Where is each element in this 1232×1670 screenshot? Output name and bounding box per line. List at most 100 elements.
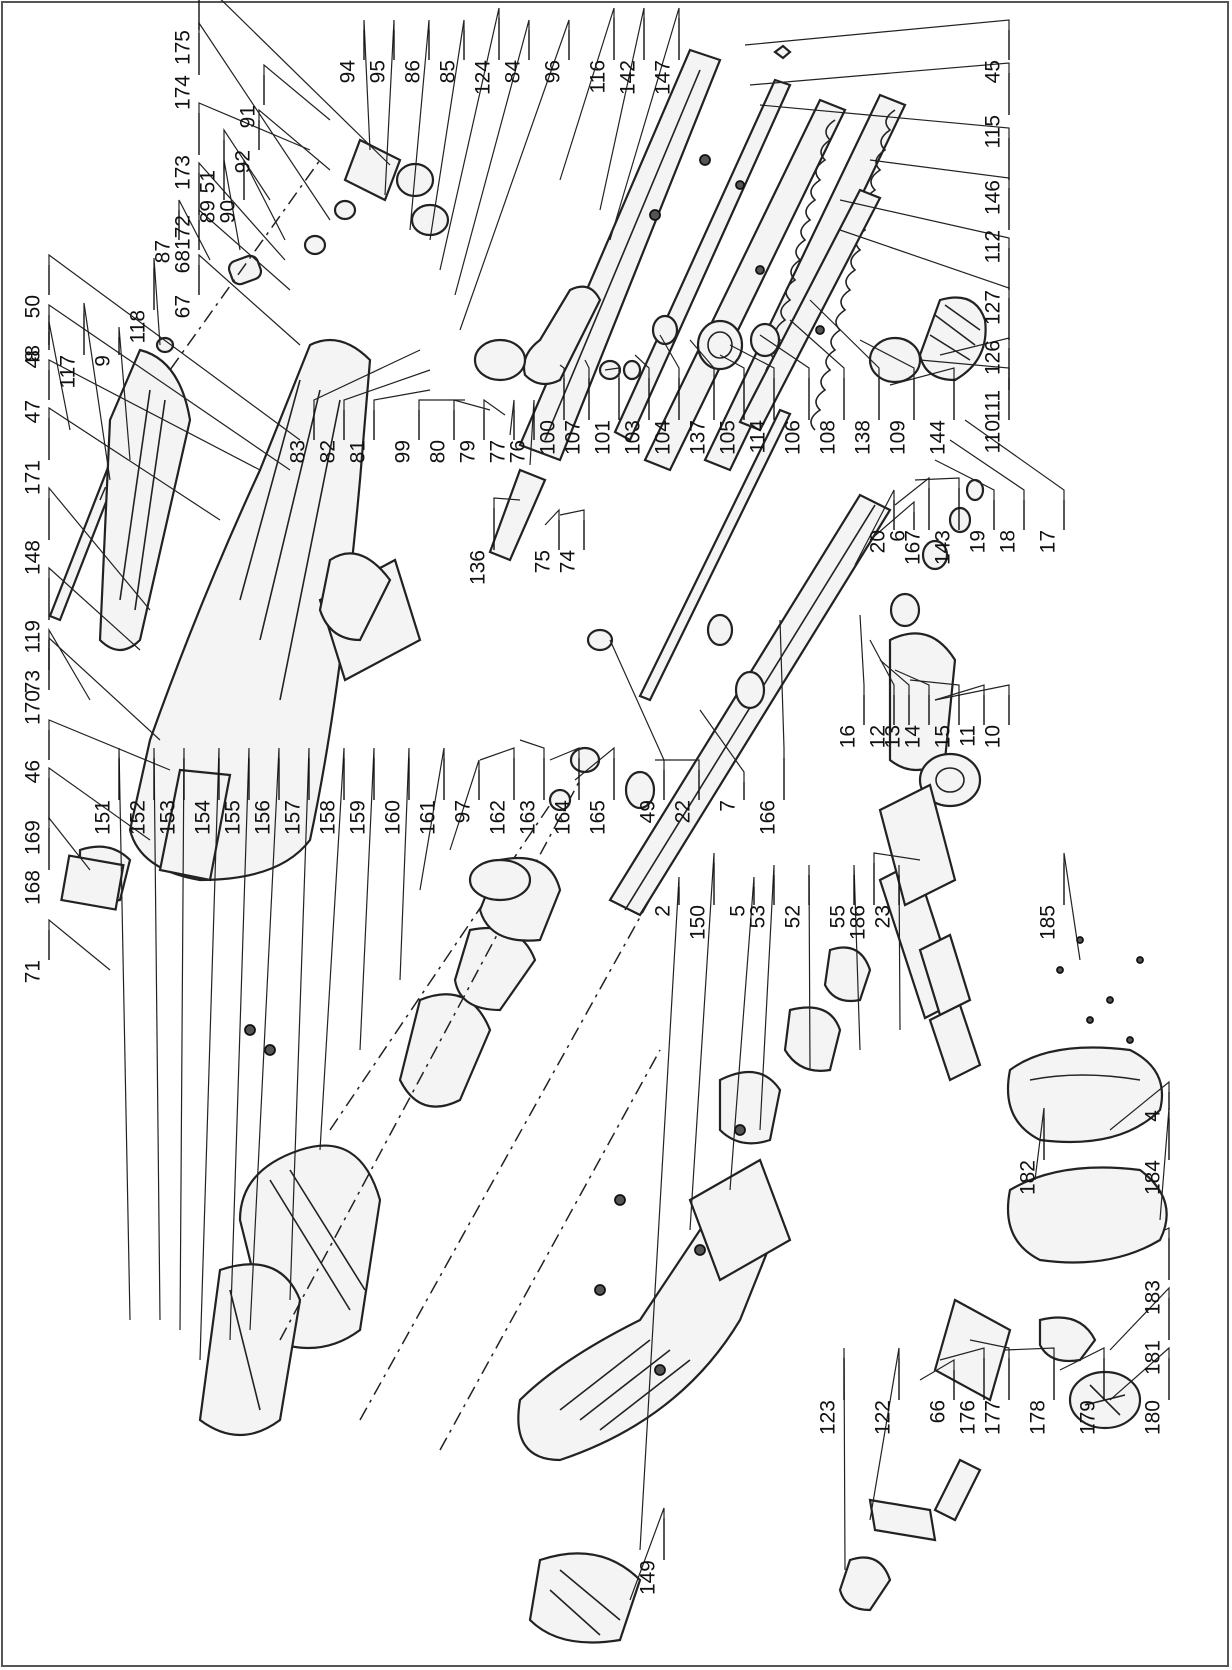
leader-line xyxy=(198,161,286,261)
part-label-178: 178 xyxy=(1026,1400,1049,1435)
part-label-179: 179 xyxy=(1076,1400,1099,1435)
leader-line xyxy=(854,489,895,566)
leader-line xyxy=(493,497,521,508)
part-label-110: 110 xyxy=(981,420,1004,453)
leader-line xyxy=(779,619,785,758)
leader-line xyxy=(629,1507,665,1601)
part-label-79: 79 xyxy=(456,440,479,463)
part-label-75: 75 xyxy=(531,550,554,573)
leader-line xyxy=(313,349,421,410)
leader-line xyxy=(459,19,570,331)
leader-line xyxy=(118,326,131,461)
leader-line xyxy=(859,614,865,695)
leader-line xyxy=(574,746,615,781)
part-label-165: 165 xyxy=(586,800,609,835)
part-label-67: 67 xyxy=(171,295,194,318)
part-label-152: 152 xyxy=(126,800,149,835)
part-label-92: 92 xyxy=(231,150,254,173)
part-label-105: 105 xyxy=(716,420,739,455)
leader-line xyxy=(199,747,220,1361)
part-label-117: 117 xyxy=(56,355,79,388)
part-label-95: 95 xyxy=(366,60,389,83)
part-label-170: 170 xyxy=(21,690,44,725)
part-label-23: 23 xyxy=(871,905,894,928)
leader-line xyxy=(809,299,880,378)
leader-line xyxy=(454,19,530,296)
part-label-6: 6 xyxy=(886,530,909,542)
leader-line xyxy=(729,344,775,378)
leader-line xyxy=(429,19,465,241)
part-label-146: 146 xyxy=(981,180,1004,215)
leader-line xyxy=(48,918,111,971)
leader-line xyxy=(343,369,431,410)
part-label-71: 71 xyxy=(21,960,44,983)
leader-line xyxy=(559,509,585,520)
leader-line xyxy=(220,0,391,166)
part-label-184: 184 xyxy=(1141,1160,1164,1195)
part-label-81: 81 xyxy=(346,440,369,463)
part-label-180: 180 xyxy=(1141,1400,1164,1435)
leader-line xyxy=(839,199,1010,248)
part-label-101: 101 xyxy=(591,420,614,455)
part-label-104: 104 xyxy=(651,420,674,455)
part-label-173: 173 xyxy=(171,155,194,190)
leader-line xyxy=(609,639,665,770)
leader-line xyxy=(749,62,1010,86)
part-label-94: 94 xyxy=(336,60,359,84)
part-label-161: 161 xyxy=(416,800,439,835)
part-label-73: 73 xyxy=(21,670,44,693)
part-label-90: 90 xyxy=(216,200,239,223)
leader-line xyxy=(894,669,930,695)
part-label-115: 115 xyxy=(981,115,1004,148)
leader-line xyxy=(319,747,345,1151)
leader-line xyxy=(898,864,901,1031)
part-label-103: 103 xyxy=(621,420,644,455)
part-label-137: 137 xyxy=(686,420,709,455)
part-label-114: 114 xyxy=(746,420,769,454)
part-label-46: 46 xyxy=(21,760,44,783)
leader-line xyxy=(153,257,161,346)
leader-line xyxy=(48,766,151,841)
part-label-8: 8 xyxy=(21,350,44,362)
part-label-118: 118 xyxy=(126,310,149,343)
part-label-18: 18 xyxy=(996,530,1019,553)
motor-housing xyxy=(60,338,422,911)
leader-line xyxy=(519,739,545,758)
part-label-122: 122 xyxy=(871,1400,894,1435)
part-label-51: 51 xyxy=(196,170,219,193)
part-label-136: 136 xyxy=(466,550,489,585)
part-label-76: 76 xyxy=(506,440,529,463)
leader-line xyxy=(729,876,755,1191)
leader-line xyxy=(549,747,580,761)
leader-line xyxy=(229,747,250,1341)
leader-line xyxy=(604,367,620,378)
leader-line xyxy=(609,7,680,241)
motor xyxy=(198,539,851,1451)
part-label-153: 153 xyxy=(156,800,179,835)
leader-line xyxy=(699,709,745,782)
leader-line xyxy=(198,253,301,346)
part-label-13: 13 xyxy=(881,725,904,748)
leader-line xyxy=(599,7,645,211)
part-label-22: 22 xyxy=(671,800,694,823)
screws xyxy=(244,154,1144,1376)
leader-line xyxy=(48,253,301,441)
gearbox xyxy=(227,138,781,562)
part-label-16: 16 xyxy=(836,725,859,748)
leader-line xyxy=(969,1339,1010,1358)
part-label-15: 15 xyxy=(931,725,954,748)
leader-line xyxy=(48,719,171,771)
leader-line xyxy=(689,339,715,378)
part-label-176: 176 xyxy=(956,1400,979,1435)
leader-line xyxy=(894,476,930,506)
part-label-50: 50 xyxy=(21,295,44,318)
part-label-107: 107 xyxy=(561,420,584,455)
leader-line xyxy=(869,500,915,541)
part-label-87: 87 xyxy=(151,240,174,263)
leader-line xyxy=(909,679,960,695)
part-label-182: 182 xyxy=(1016,1160,1039,1195)
part-label-177: 177 xyxy=(981,1400,1004,1435)
part-label-158: 158 xyxy=(316,800,339,835)
part-label-14: 14 xyxy=(901,725,924,749)
